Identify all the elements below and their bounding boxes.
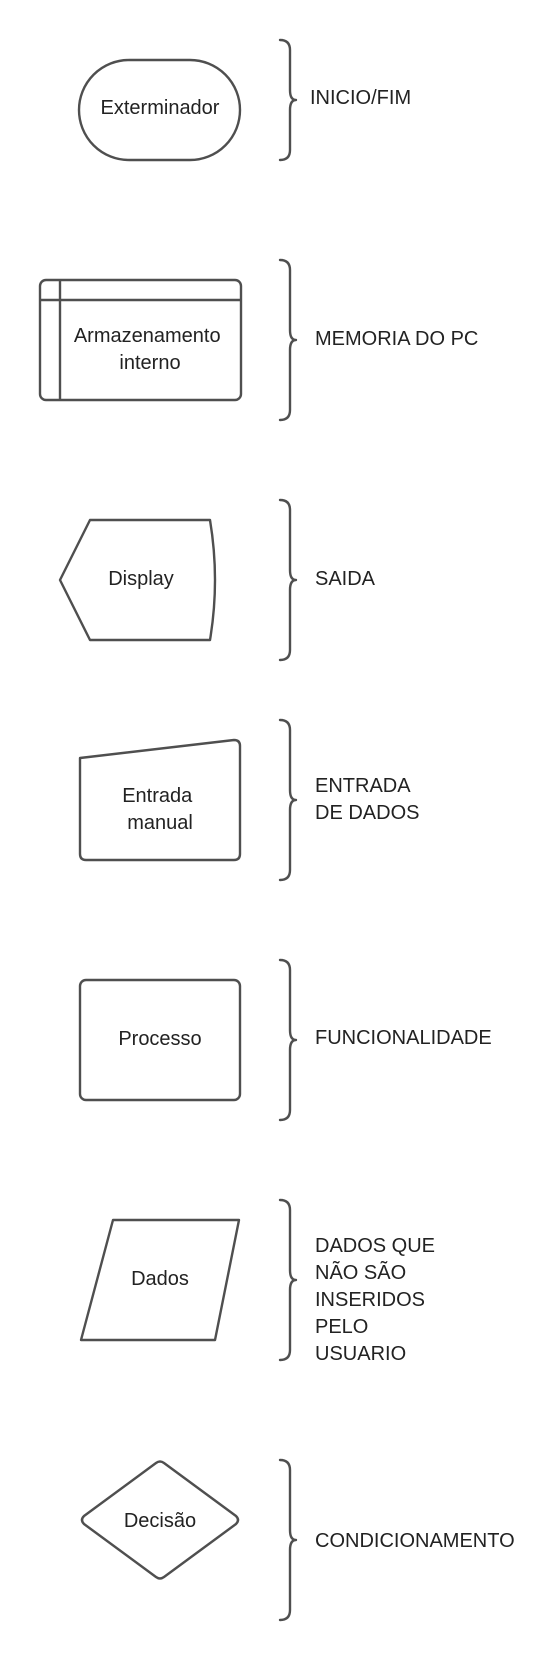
legend-row-data: Dados DADOS QUE NÃO SÃO INSERIDOS PELO U… bbox=[79, 1198, 441, 1365]
display-brace bbox=[278, 498, 298, 662]
legend-row-decision: Decisão CONDICIONAMENTO bbox=[80, 1458, 515, 1622]
internal-storage-description: MEMORIA DO PC bbox=[315, 328, 478, 350]
legend-row-display: Display SAIDA bbox=[58, 498, 376, 662]
data-shape bbox=[79, 1218, 241, 1342]
decision-brace bbox=[278, 1458, 298, 1622]
legend-row-process: Processo FUNCIONALIDADE bbox=[78, 958, 492, 1122]
process-description: FUNCIONALIDADE bbox=[315, 1027, 492, 1049]
data-label: Dados bbox=[131, 1268, 189, 1290]
internal-storage-brace bbox=[278, 258, 298, 422]
manual-input-brace bbox=[278, 718, 298, 882]
process-label: Processo bbox=[118, 1028, 201, 1050]
manual-input-description: ENTRADA DE DADOS bbox=[315, 775, 419, 824]
manual-input-label: Entrada manual bbox=[122, 785, 198, 834]
internal-storage-shape bbox=[38, 278, 243, 402]
process-shape bbox=[78, 978, 242, 1102]
legend-row-internal-storage: Armazenamento interno MEMORIA DO PC bbox=[38, 258, 478, 422]
display-shape bbox=[58, 518, 217, 642]
display-label: Display bbox=[108, 568, 174, 590]
decision-shape bbox=[80, 1460, 240, 1580]
terminator-description: INICIO/FIM bbox=[310, 87, 411, 109]
display-description: SAIDA bbox=[315, 568, 376, 590]
terminator-label: Exterminador bbox=[101, 97, 220, 119]
decision-description: CONDICIONAMENTO bbox=[315, 1530, 515, 1552]
manual-input-shape bbox=[78, 738, 242, 862]
internal-storage-label: Armazenamento interno bbox=[74, 325, 226, 374]
data-description: DADOS QUE NÃO SÃO INSERIDOS PELO USUARIO bbox=[315, 1235, 441, 1365]
process-brace bbox=[278, 958, 298, 1122]
decision-label: Decisão bbox=[124, 1510, 196, 1532]
legend-row-manual-input: Entrada manual ENTRADA DE DADOS bbox=[78, 718, 419, 882]
data-brace bbox=[278, 1198, 298, 1362]
terminator-shape bbox=[77, 58, 242, 162]
terminator-brace bbox=[278, 38, 298, 162]
legend-row-terminator: Exterminador INICIO/FIM bbox=[77, 38, 411, 162]
